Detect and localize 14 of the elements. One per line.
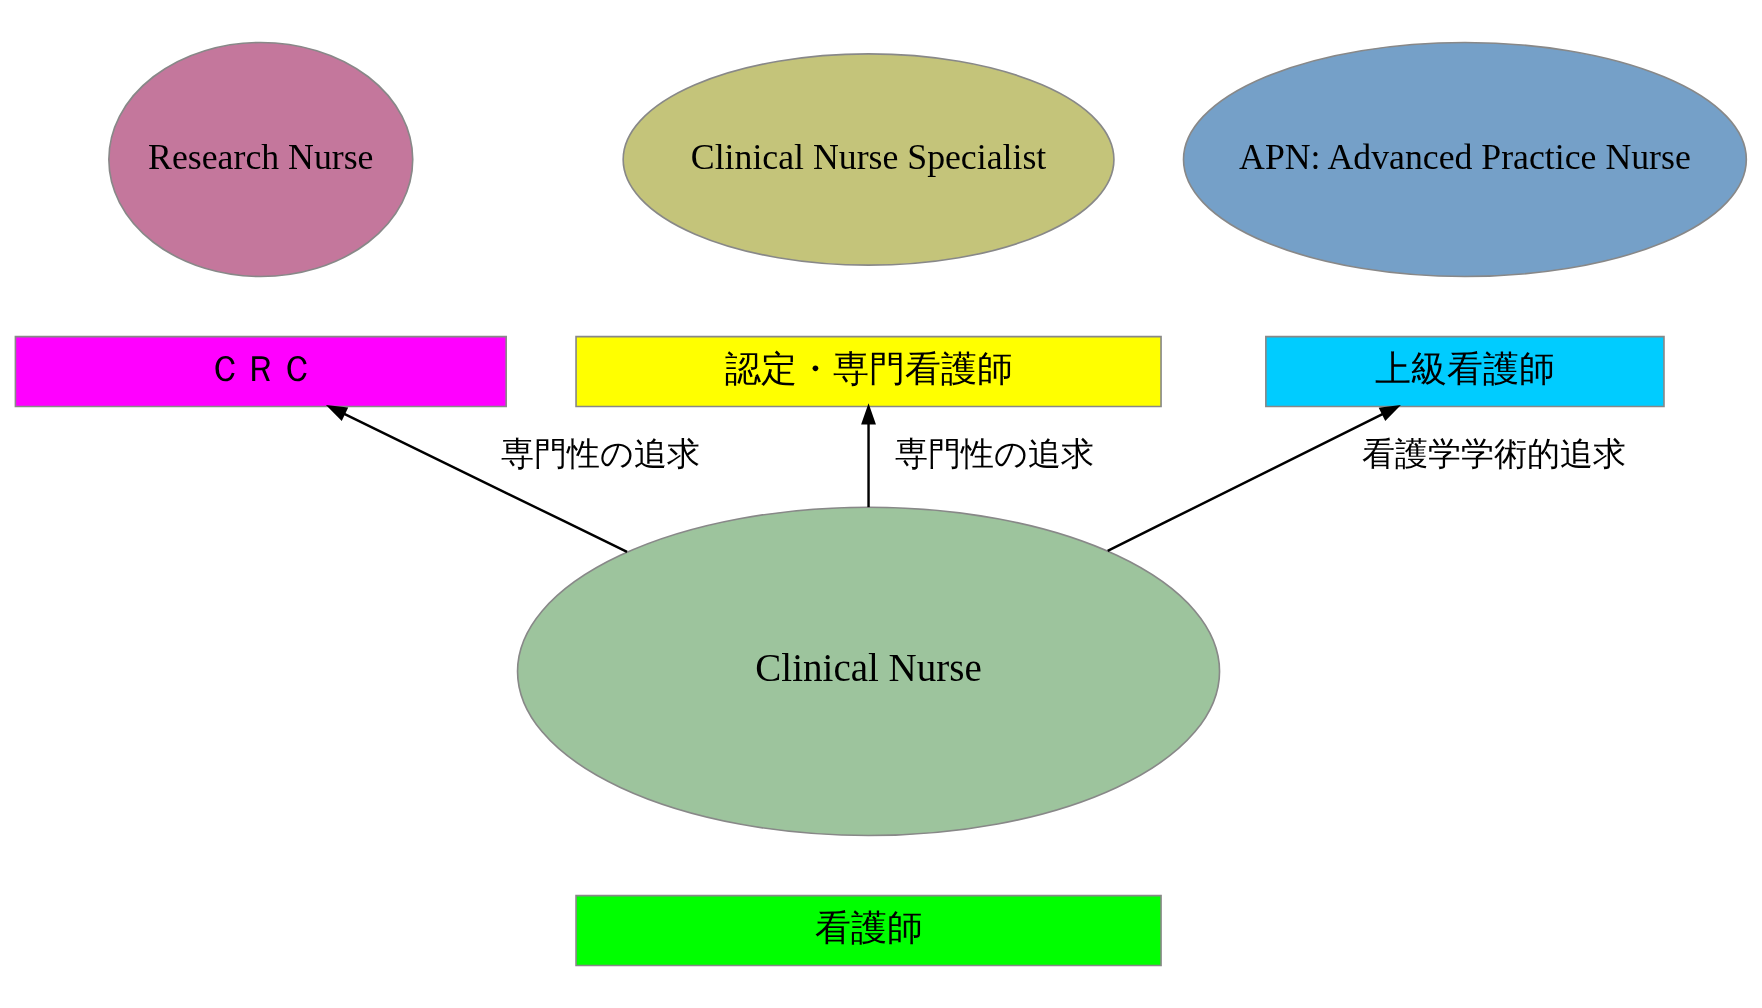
- node-ellipse: Research Nurse: [108, 41, 414, 278]
- edge-label: 専門性の追求: [894, 435, 1094, 473]
- arrow: [1107, 405, 1401, 552]
- edge-label: 看護学学術的追求: [1361, 435, 1626, 473]
- arrow: [861, 403, 876, 508]
- node-box: ＣＲＣ: [14, 335, 507, 408]
- node-box: 上級看護師: [1265, 335, 1665, 408]
- arrow: [325, 405, 628, 553]
- node-ellipse: Clinical Nurse: [516, 506, 1221, 837]
- edge-label: 専門性の追求: [501, 435, 701, 473]
- node-ellipse: Clinical Nurse Specialist: [622, 53, 1115, 266]
- node-box: 看護師: [575, 894, 1162, 967]
- node-box: 認定・専門看護師: [575, 335, 1162, 408]
- node-ellipse: APN: Advanced Practice Nurse: [1182, 41, 1748, 278]
